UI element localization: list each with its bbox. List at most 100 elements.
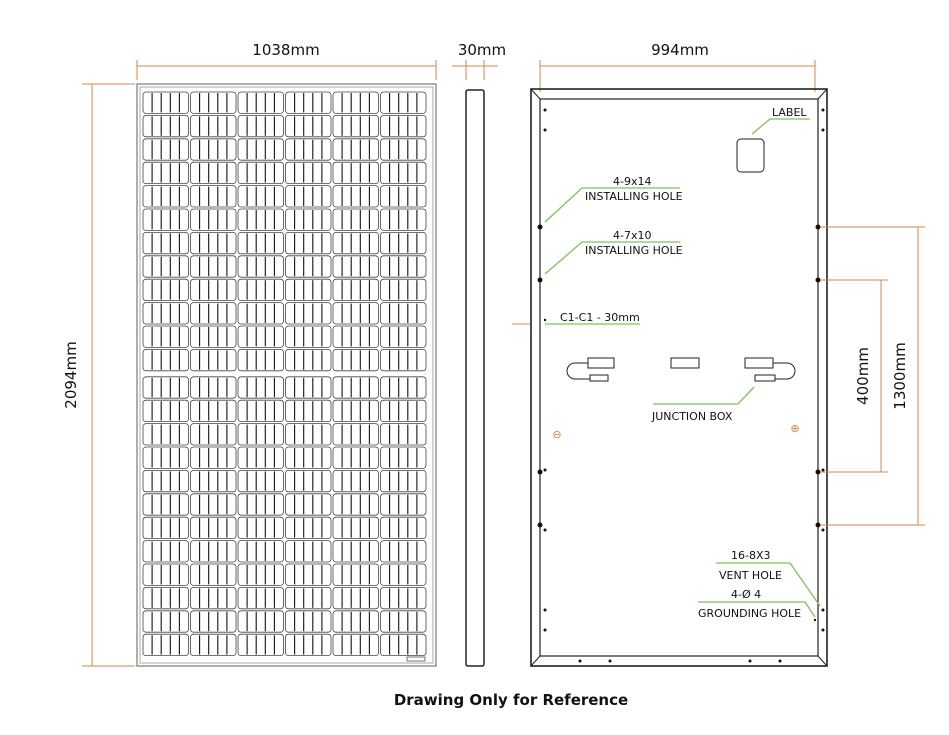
solar-cell: [190, 91, 237, 114]
solar-cell: [285, 469, 332, 493]
solar-cell: [142, 493, 189, 516]
solar-cell: [142, 633, 189, 657]
label-note: LABEL: [772, 106, 807, 119]
solar-cell: [237, 399, 284, 423]
back-frame-inner: [539, 98, 819, 657]
solar-cell: [142, 348, 189, 372]
solar-cell: [380, 446, 427, 469]
solar-cell: [380, 91, 427, 114]
plus-terminal-icon: ⊕: [790, 423, 799, 435]
solar-cell: [190, 610, 237, 633]
solar-cell: [380, 516, 427, 540]
solar-cell: [285, 91, 332, 114]
solar-cell: [285, 633, 332, 657]
solar-cell: [380, 185, 427, 208]
side-frame: [465, 89, 485, 667]
solar-cell: [332, 469, 379, 493]
solar-cell: [380, 540, 427, 563]
vent-hole: [608, 659, 612, 663]
installing-hole: [815, 469, 821, 475]
solar-cell: [142, 376, 189, 399]
vent-hole: [821, 608, 825, 612]
solar-cell: [142, 161, 189, 184]
solar-cell: [285, 493, 332, 516]
solar-cell: [237, 633, 284, 657]
solar-cell: [380, 399, 427, 423]
label-box: [736, 138, 765, 173]
solar-cell: [332, 302, 379, 325]
vent-hole: [543, 468, 547, 472]
solar-cell: [380, 302, 427, 325]
solar-cell: [142, 302, 189, 325]
solar-cell: [380, 610, 427, 633]
vent-hole: [748, 659, 752, 663]
solar-cell: [190, 138, 237, 161]
solar-cell: [332, 399, 379, 423]
vent-hole: [543, 108, 547, 112]
solar-cell: [237, 208, 284, 231]
solar-cell: [190, 325, 237, 348]
solar-cell: [380, 587, 427, 610]
solar-cell: [237, 423, 284, 446]
solar-cell: [237, 325, 284, 348]
vent-hole: [543, 528, 547, 532]
solar-cell: [285, 161, 332, 184]
dim-400-label: 400mm: [854, 347, 872, 405]
grounding-hole-name: GROUNDING HOLE: [698, 607, 801, 620]
solar-cell: [237, 348, 284, 372]
solar-cell: [380, 231, 427, 255]
solar-cell: [332, 278, 379, 302]
solar-cell: [190, 633, 237, 657]
solar-cell: [332, 563, 379, 586]
solar-cell: [285, 516, 332, 540]
installing-hole: [815, 224, 821, 230]
solar-cell: [142, 587, 189, 610]
vent-hole: [821, 128, 825, 132]
solar-cell: [237, 138, 284, 161]
solar-cell: [332, 161, 379, 184]
solar-cell: [237, 115, 284, 138]
solar-cell: [237, 255, 284, 278]
vent-hole: [543, 628, 547, 632]
solar-cell: [237, 161, 284, 184]
vent-hole: [821, 108, 825, 112]
solar-cell: [190, 348, 237, 372]
solar-cell: [237, 446, 284, 469]
solar-cell: [142, 469, 189, 493]
dim-1300-label: 1300mm: [891, 342, 909, 409]
junction-box-label: JUNCTION BOX: [651, 410, 733, 423]
solar-cell: [285, 231, 332, 255]
solar-cell: [380, 423, 427, 446]
solar-cell: [237, 91, 284, 114]
solar-cell: [190, 587, 237, 610]
solar-cell: [380, 348, 427, 372]
back-frame-outer: [530, 88, 828, 667]
vent-hole-spec: 16-8X3: [731, 549, 771, 562]
solar-cell: [237, 540, 284, 563]
solar-cell: [285, 278, 332, 302]
solar-cell: [237, 610, 284, 633]
installing-hole: [815, 277, 821, 283]
back-width-label: 994mm: [651, 41, 709, 59]
solar-cell: [237, 493, 284, 516]
solar-cell: [332, 540, 379, 563]
solar-cell: [190, 302, 237, 325]
back-view: 994mm LABEL 4-9x14 INSTALLING HOLE 4-7x1…: [512, 41, 925, 667]
solar-cell: [237, 587, 284, 610]
solar-cell: [332, 91, 379, 114]
solar-cell: [380, 493, 427, 516]
installing-hole: [537, 469, 543, 475]
solar-cell: [380, 633, 427, 657]
vent-hole: [821, 528, 825, 532]
solar-cell: [380, 376, 427, 399]
solar-cell: [380, 115, 427, 138]
vent-hole: [778, 659, 782, 663]
solar-cell: [142, 563, 189, 586]
solar-cell: [237, 563, 284, 586]
solar-cell: [332, 376, 379, 399]
solar-cell: [142, 516, 189, 540]
solar-cell: [380, 161, 427, 184]
solar-cell: [285, 540, 332, 563]
installing-hole-2-spec: 4-7x10: [613, 229, 651, 242]
